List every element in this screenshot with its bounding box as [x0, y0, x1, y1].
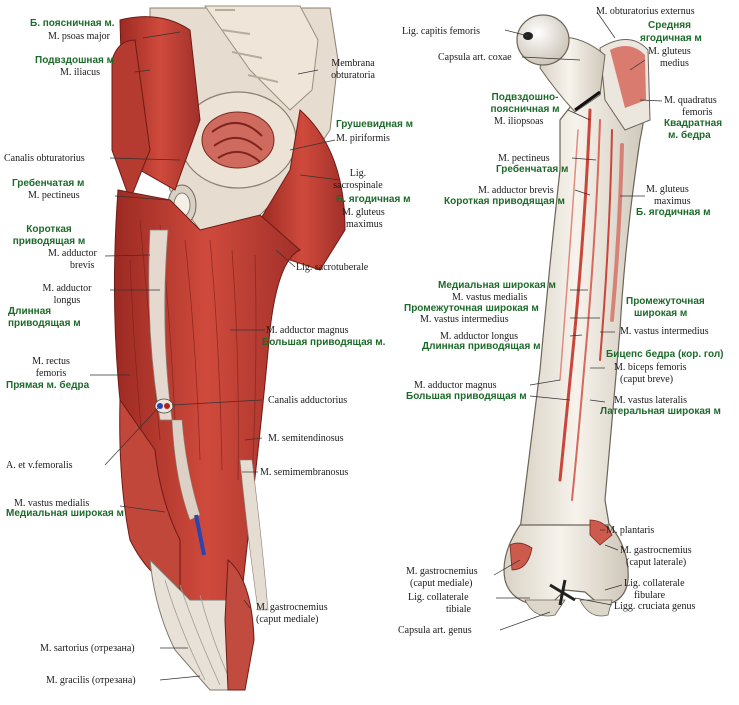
- label-vastus-medialis-lat: M. vastus medialis: [14, 498, 90, 509]
- label-sacrospinale-2: sacrospinale: [333, 180, 383, 191]
- label-gluteus-med-lat-1: M. gluteus: [648, 46, 691, 57]
- label-coll-fib-2: fibulare: [634, 590, 666, 601]
- label-vastus-int-lat-left: M. vastus intermedius: [420, 314, 509, 325]
- label-sacrospinale-1: Lig.: [349, 168, 367, 179]
- label-adductor-brevis-ru-r: Короткая приводящая м: [444, 196, 565, 207]
- gastrocnemius-head: [224, 558, 255, 691]
- label-adductor-brevis-ru-2: приводящая м: [12, 236, 86, 247]
- label-gluteus-med-ru-2: ягодичная м: [640, 33, 702, 44]
- label-psoas-ru: Б. поясничная м.: [30, 18, 115, 29]
- label-adductor-brevis-lat-2: brevis: [70, 260, 95, 271]
- label-sartorius: M. sartorius (отрезана): [40, 643, 135, 654]
- label-membrana-1: Membrana: [331, 58, 375, 69]
- label-pectineus-ru: Гребенчатая м: [12, 178, 85, 189]
- label-pectineus-ru-r: Гребенчатая м: [496, 164, 569, 175]
- label-coll-tib-2: tibiale: [446, 604, 471, 615]
- label-quadratus-lat-1: M. quadratus: [664, 95, 717, 106]
- label-vastus-lat-ru: Латеральная широкая м: [600, 406, 721, 417]
- label-vastus-medialis-ru: Медиальная широкая м: [6, 508, 124, 519]
- leader-lines: [90, 11, 663, 681]
- label-obturatorius-ext: M. obturatorius externus: [596, 6, 695, 17]
- label-biceps-lat-1: M. biceps femoris: [614, 362, 687, 373]
- label-canalis-add: Canalis adductorius: [268, 395, 348, 406]
- label-cruciata: Ligg. cruciata genus: [614, 601, 696, 612]
- label-adductor-magnus-ru-r: Большая приводящая м: [406, 391, 527, 402]
- label-rectus-lat-1: M. rectus: [32, 356, 70, 367]
- label-biceps-lat-2: (caput breve): [620, 374, 674, 385]
- label-gluteus-max-lat-1: M. gluteus: [646, 184, 689, 195]
- label-capitis: Lig. capitis femoris: [402, 26, 481, 37]
- label-coll-tib-1: Lig. collaterale: [408, 592, 469, 603]
- label-adductor-longus-lat-r: M. adductor longus: [440, 331, 519, 342]
- label-gluteus-med-lat-2: medius: [660, 58, 689, 69]
- label-iliacus-ru: Подвздошная м: [35, 55, 115, 66]
- label-sacrotuberale: Lig. sacrotuberale: [296, 262, 369, 273]
- label-gluteus-lat-2: maximus: [346, 219, 383, 230]
- label-iliacus-lat: M. iliacus: [60, 67, 100, 78]
- label-vastus-med-lat: M. vastus medialis: [452, 292, 528, 303]
- label-adductor-longus-ru-2: приводящая м: [8, 318, 81, 329]
- label-iliopsoas-ru-1: Подвздошно-: [491, 92, 559, 103]
- label-adductor-magnus-lat-r: M. adductor magnus: [414, 380, 497, 391]
- label-biceps-ru: Бицепс бедра (кор. гол): [606, 349, 724, 360]
- label-semitendinosus: M. semitendinosus: [268, 433, 344, 444]
- right-femur-figure: [503, 14, 651, 617]
- label-adductor-magnus-ru: Большая приводящая м.: [262, 337, 386, 348]
- label-pectineus-lat-r: M. pectineus: [498, 153, 550, 164]
- label-iliopsoas-ru-2: поясничная м: [490, 104, 560, 115]
- label-gastro-lat-2: (caput laterale): [626, 557, 687, 568]
- label-gluteus-lat-1: M. gluteus: [342, 207, 385, 218]
- label-vastus-int-ru-2: широкая м: [634, 308, 688, 319]
- label-pectineus-lat: M. pectineus: [28, 190, 80, 201]
- label-adductor-longus-ru-1: Длинная: [8, 306, 52, 317]
- label-vastus-int-lat-right: M. vastus intermedius: [620, 326, 709, 337]
- label-capsula-genus: Capsula art. genus: [398, 625, 472, 636]
- label-vastus-int-ru-1: Промежуточная: [626, 296, 705, 307]
- label-capsula-coxae: Capsula art. coxae: [438, 52, 512, 63]
- label-gastro-lat-1: M. gastrocnemius: [620, 545, 692, 556]
- label-gastrocnemius-1: M. gastrocnemius: [256, 602, 328, 613]
- left-thigh-figure: [111, 5, 346, 691]
- label-adductor-longus-lat-2: longus: [53, 295, 81, 306]
- label-adductor-magnus-lat: M. adductor magnus: [266, 325, 349, 336]
- label-gastro-med-1: M. gastrocnemius: [406, 566, 478, 577]
- label-gracilis: M. gracilis (отрезана): [46, 675, 136, 686]
- label-gluteus-ru: Б. ягодичная м: [336, 194, 411, 205]
- label-iliopsoas-lat: M. iliopsoas: [494, 116, 544, 127]
- label-adductor-longus-ru-r: Длинная приводящая м: [422, 341, 541, 352]
- label-quadratus-lat-2: femoris: [682, 107, 713, 118]
- label-quadratus-ru-1: Квадратная: [664, 118, 723, 129]
- label-coll-fib-1: Lig. collaterale: [624, 578, 685, 589]
- femur-head: [516, 14, 570, 66]
- label-gastro-med-2: (caput mediale): [410, 578, 473, 589]
- label-adductor-brevis-lat-r: M. adductor brevis: [478, 185, 554, 196]
- label-gluteus-max-lat-2: maximus: [654, 196, 691, 207]
- label-psoas-lat: M. psoas major: [48, 31, 110, 42]
- label-vastus-lat-lat: M. vastus lateralis: [614, 395, 688, 406]
- label-adductor-brevis-lat-1: M. adductor: [48, 248, 97, 259]
- label-vastus-med-ru: Медиальная широкая м: [438, 280, 556, 291]
- label-rectus-ru: Прямая м. бедра: [6, 380, 90, 391]
- label-vastus-int-ru-left: Промежуточная широкая м: [404, 303, 539, 314]
- label-membrana-2: obturatoria: [331, 70, 375, 81]
- femur-condyles: [503, 524, 629, 606]
- label-gluteus-max-ru: Б. ягодичная м: [636, 207, 711, 218]
- label-adductor-longus-lat-1: M. adductor: [42, 283, 92, 294]
- label-adductor-brevis-ru-1: Короткая: [26, 224, 72, 235]
- label-canalis-obt: Canalis obturatorius: [4, 153, 85, 164]
- label-piriformis-ru: Грушевидная м: [336, 119, 413, 130]
- gluteus-maximus: [259, 109, 346, 271]
- label-gluteus-med-ru-1: Средняя: [648, 20, 691, 31]
- label-semimembranosus: M. semimembranosus: [260, 467, 349, 478]
- label-rectus-lat-2: femoris: [35, 368, 67, 379]
- label-femoralis: A. et v.femoralis: [6, 460, 73, 471]
- iliacus-muscle: [111, 39, 151, 202]
- label-gastrocnemius-2: (caput mediale): [256, 614, 319, 625]
- label-quadratus-ru-2: м. бедра: [668, 130, 711, 141]
- label-piriformis-lat: M. piriformis: [336, 133, 390, 144]
- label-plantaris: M. plantaris: [606, 525, 655, 536]
